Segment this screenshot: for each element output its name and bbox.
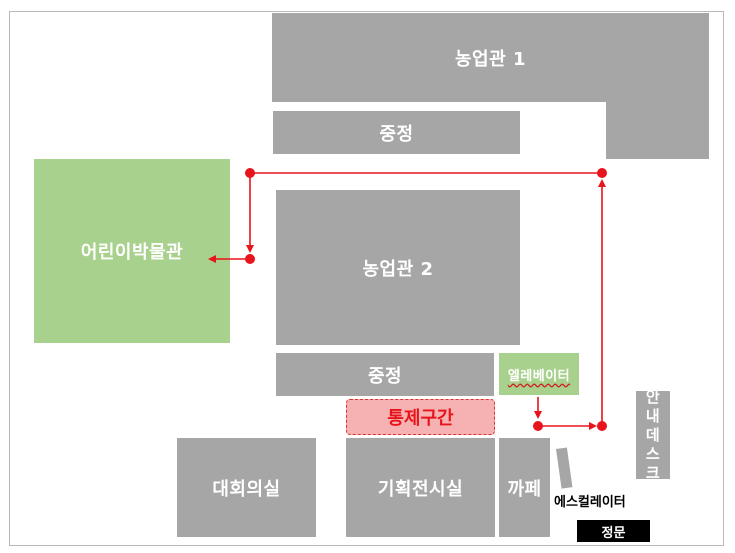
route-node	[533, 421, 543, 431]
courtyard-top-label: 중정	[379, 123, 414, 145]
info-desk-char: 안	[645, 387, 661, 406]
info-desk[interactable]: 안 내 데 스 크	[636, 387, 670, 482]
agri-hall-1[interactable]: 농업관 1	[272, 13, 709, 102]
courtyard-top[interactable]: 중정	[273, 111, 520, 154]
conference-room-label: 대회의실	[212, 478, 281, 500]
main-gate[interactable]: 정문	[577, 520, 650, 542]
restricted-zone[interactable]: 통제구간	[346, 399, 495, 435]
cafe[interactable]: 까페	[499, 438, 550, 537]
courtyard-bottom[interactable]: 중정	[276, 353, 494, 396]
route-node	[245, 168, 255, 178]
agri-hall-2-label: 농업관 2	[362, 258, 434, 280]
info-desk-char: 내	[645, 406, 661, 425]
children-museum[interactable]: 어린이박물관	[34, 159, 230, 343]
exhibition-hall[interactable]: 기획전시실	[346, 438, 495, 537]
agri-hall-1-label: 농업관 1	[455, 48, 526, 70]
cafe-label: 까페	[507, 478, 542, 500]
route-node	[597, 168, 607, 178]
route-node	[245, 254, 255, 264]
courtyard-bottom-label: 중정	[367, 365, 403, 387]
restricted-zone-label: 통제구간	[387, 408, 454, 429]
children-museum-label: 어린이박물관	[80, 242, 184, 263]
conference-room[interactable]: 대회의실	[177, 438, 316, 537]
main-gate-label: 정문	[601, 525, 626, 541]
escalator-label: 에스컬레이터	[554, 495, 626, 510]
exhibition-hall-label: 기획전시실	[377, 478, 464, 500]
agri-hall-2[interactable]: 농업관 2	[276, 190, 520, 345]
info-desk-char: 스	[645, 444, 661, 463]
info-desk-char: 데	[645, 425, 661, 444]
elevator[interactable]: 엘레베이터	[499, 353, 579, 395]
elevator-label: 엘레베이터	[507, 368, 571, 384]
agri-hall-1-wing	[606, 100, 709, 159]
info-desk-char: 크	[645, 463, 661, 482]
route-node	[597, 421, 607, 431]
